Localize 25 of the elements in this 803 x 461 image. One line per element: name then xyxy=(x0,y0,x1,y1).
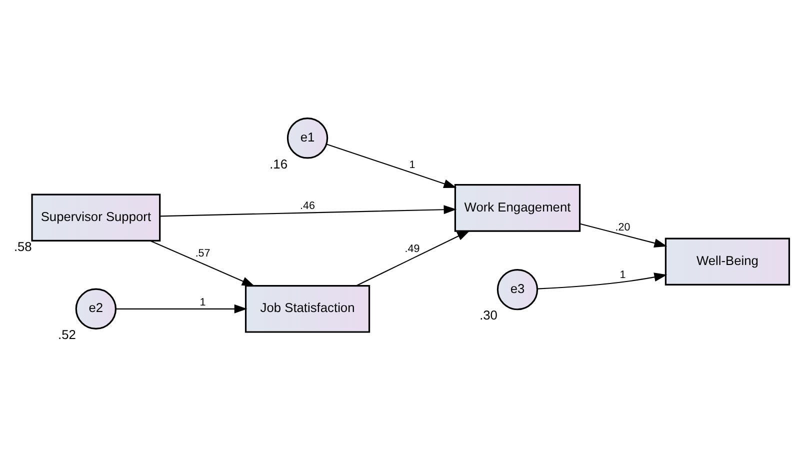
edge-label: .20 xyxy=(615,222,630,234)
arrow xyxy=(538,272,668,290)
node-circle: e3 xyxy=(496,268,538,310)
edge-label: 1 xyxy=(409,159,416,172)
edge-label: 1 xyxy=(620,268,626,281)
node-circle: e2 xyxy=(75,288,117,330)
node-label: .58 xyxy=(14,239,32,254)
node-box: Supervisor Support xyxy=(31,194,161,242)
node-box: Work Engagement xyxy=(454,184,581,232)
node-box: Job Statisfaction xyxy=(244,285,370,333)
node-label: .52 xyxy=(58,327,76,342)
node-label: .16 xyxy=(270,156,288,172)
edge-label: 1 xyxy=(200,296,206,309)
arrow xyxy=(356,230,470,286)
arrow xyxy=(160,205,457,217)
arrow xyxy=(116,304,248,314)
edge-label: .49 xyxy=(404,242,420,255)
arrow xyxy=(150,240,255,286)
arrow xyxy=(326,144,457,188)
node-circle: e1 xyxy=(286,118,328,159)
node-label: .30 xyxy=(480,308,498,323)
edge-label: .57 xyxy=(195,247,210,260)
edge-label: .46 xyxy=(300,200,315,212)
node-box: Well-Being xyxy=(664,238,790,286)
arrow xyxy=(580,223,668,248)
